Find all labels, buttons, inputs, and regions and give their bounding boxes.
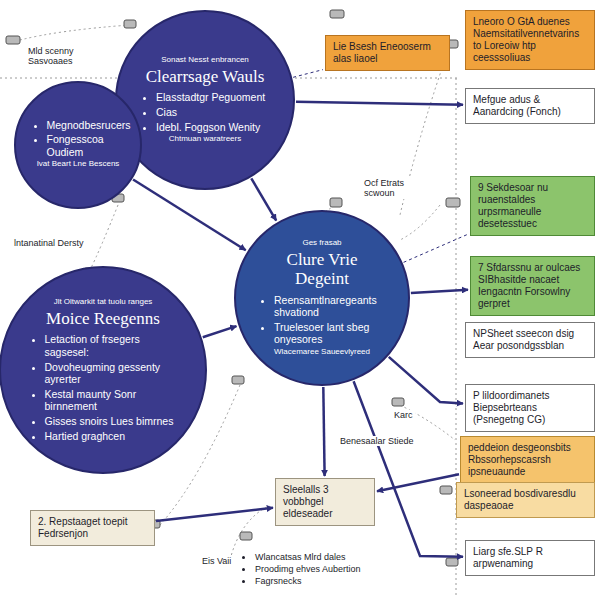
circle-caption: Ivat Beart Lne Bescens <box>35 160 122 169</box>
circle-caption: Jlt Oltwarkit tat tuolu ranges <box>33 298 174 307</box>
note-label: Mld scenny Sasvoaaes <box>26 46 110 67</box>
connector-arrow <box>251 178 276 220</box>
connector-arrow <box>404 234 468 262</box>
circle-content: Ges frasabClure Vrie DegeintReensamtlnar… <box>262 237 382 358</box>
bullet-item: Truelesoer lant sbeg onyesores <box>274 321 382 346</box>
bullet-item: Idebl. Foggson Wenity <box>156 121 266 134</box>
bullet-item: Gisses snoirs Lues bimrnes <box>45 415 174 428</box>
circle-title: Clure Vrie Degeint <box>262 251 382 288</box>
leader-line <box>400 205 440 240</box>
circle-caption: Ges frasab <box>262 239 382 248</box>
connector-arrow <box>203 326 237 337</box>
box-text: Lie Bsesh Eneooserm alas liaoel <box>333 41 442 65</box>
note-label: Ocf Etrats scwoun <box>362 178 436 199</box>
connector-arrow <box>133 180 246 251</box>
note-label: lntanatinal Dersty <box>12 238 86 248</box>
topic-circle: Jlt Oltwarkit tat tuolu rangesMoice Reeg… <box>0 266 207 474</box>
box-text: peddeion desgeonsbits Rbssorhepscasrsh i… <box>468 442 587 478</box>
device-icon <box>6 36 20 44</box>
connector-arrow <box>354 381 463 557</box>
bullet-item: Letaction of frsegers sagsesel: <box>45 333 174 358</box>
note-box: Lie Bsesh Eneooserm alas liaoel <box>325 35 450 71</box>
note-box: 7 Sfdarssnu ar oulcaes SIBhasitde nacaet… <box>470 256 595 316</box>
bullet-item: Dovoheugming gessenty ayrerter <box>45 361 174 386</box>
connector-arrow <box>389 357 463 404</box>
note-box: Sleelalls 3 vobbhgel eldeseader <box>275 478 375 526</box>
box-text: Lsoneerad bosdivaresdlu daspeaoae <box>464 488 587 512</box>
device-icon <box>232 376 244 384</box>
connector-arrow <box>411 290 468 293</box>
connector-arrow <box>296 102 463 105</box>
circle-caption: Sonast Nesst enbrancen <box>144 56 266 65</box>
bullet-item: Kestal maunty Sonr birnnement <box>45 388 174 413</box>
note-label: Benesaalar Stiede <box>338 436 416 446</box>
bullet-item: Megnodbesrucers <box>47 119 122 132</box>
note-box: 2. Repstaaget toepit Fedrsenjon <box>30 510 155 546</box>
note-box: P lildoordimanets Biepsebrteans (Psneget… <box>465 384 595 432</box>
box-text: Liarg sfe.SLP R arpwenaming <box>473 546 587 570</box>
note-box: peddeion desgeonsbits Rbssorhepscasrsh i… <box>460 436 595 484</box>
note-label: Fagrsnecks <box>240 576 304 586</box>
box-text: Sleelalls 3 vobbhgel eldeseader <box>283 484 367 520</box>
circle-content: Jlt Oltwarkit tat tuolu rangesMoice Reeg… <box>33 296 174 444</box>
box-text: 7 Sfdarssnu ar oulcaes SIBhasitde nacaet… <box>478 262 587 310</box>
bullet-item: Cias <box>156 106 266 119</box>
note-box: Lneoro O GtA duenes Naemsitatilvennetvar… <box>465 10 595 70</box>
connector-arrow <box>323 387 324 476</box>
connector-arrow <box>293 70 323 78</box>
circle-content: Sonast Nesst enbrancenClearrsage WaulsEl… <box>144 54 266 146</box>
note-label: Wlancatsas Mlrd dales <box>240 552 348 562</box>
device-icon <box>446 198 460 207</box>
connector-arrow <box>156 508 273 521</box>
device-icon <box>240 532 252 540</box>
box-text: P lildoordimanets Biepsebrteans (Psneget… <box>473 390 587 426</box>
device-icon <box>446 558 458 566</box>
bullet-item: Elasstadtgr Peguoment <box>156 91 266 104</box>
circle-title: Clearrsage Wauls <box>144 68 266 87</box>
box-text: 2. Repstaaget toepit Fedrsenjon <box>38 516 147 540</box>
device-icon <box>392 398 404 406</box>
note-label: Karc <box>392 410 415 420</box>
note-box: Mefgue adus & Aanardcing (Fonch) <box>465 88 595 124</box>
box-text: Mefgue adus & Aanardcing (Fonch) <box>473 94 587 118</box>
circle-content: MegnodbesrucersFongesscoa OudiemIvat Bea… <box>35 119 122 172</box>
note-box: NPSheet sseecon dsig Aear posondgssblan <box>465 322 595 358</box>
note-label: Eis Vaii <box>200 556 233 566</box>
device-icon <box>330 10 344 18</box>
circle-caption: Wlacemaree Saueevlyreed <box>262 348 382 357</box>
device-icon <box>124 20 136 28</box>
circle-title: Moice Reegenns <box>33 310 174 329</box>
device-icon <box>330 198 342 207</box>
box-text: NPSheet sseecon dsig Aear posondgssblan <box>473 328 587 352</box>
bullet-item: Fongesscoa Oudiem <box>47 133 122 158</box>
note-box: Lsoneerad bosdivaresdlu daspeaoae <box>456 482 595 518</box>
note-box: 9 Sekdesoar nu ruaenstaldes urpsrmaneull… <box>470 176 595 236</box>
note-label: Proodimg ehves Aubertion <box>240 564 363 574</box>
bullet-item: Reensamtlnaregeants shvationd <box>274 294 382 319</box>
connector-arrow <box>377 474 459 491</box>
box-text: Lneoro O GtA duenes Naemsitatilvennetvar… <box>473 16 587 64</box>
leader-line <box>20 25 130 40</box>
topic-circle: Sonast Nesst enbrancenClearrsage WaulsEl… <box>115 10 295 190</box>
topic-circle: MegnodbesrucersFongesscoa OudiemIvat Bea… <box>14 81 142 209</box>
leader-line <box>90 200 120 270</box>
device-icon <box>440 486 452 494</box>
circle-caption: Chtmuan waratreers <box>144 135 266 144</box>
bullet-item: Hartied graghcen <box>45 430 174 443</box>
box-text: 9 Sekdesoar nu ruaenstaldes urpsrmaneull… <box>478 182 587 230</box>
topic-circle: Ges frasabClure Vrie DegeintReensamtlnar… <box>234 210 410 386</box>
note-box: Liarg sfe.SLP R arpwenaming <box>465 540 595 576</box>
